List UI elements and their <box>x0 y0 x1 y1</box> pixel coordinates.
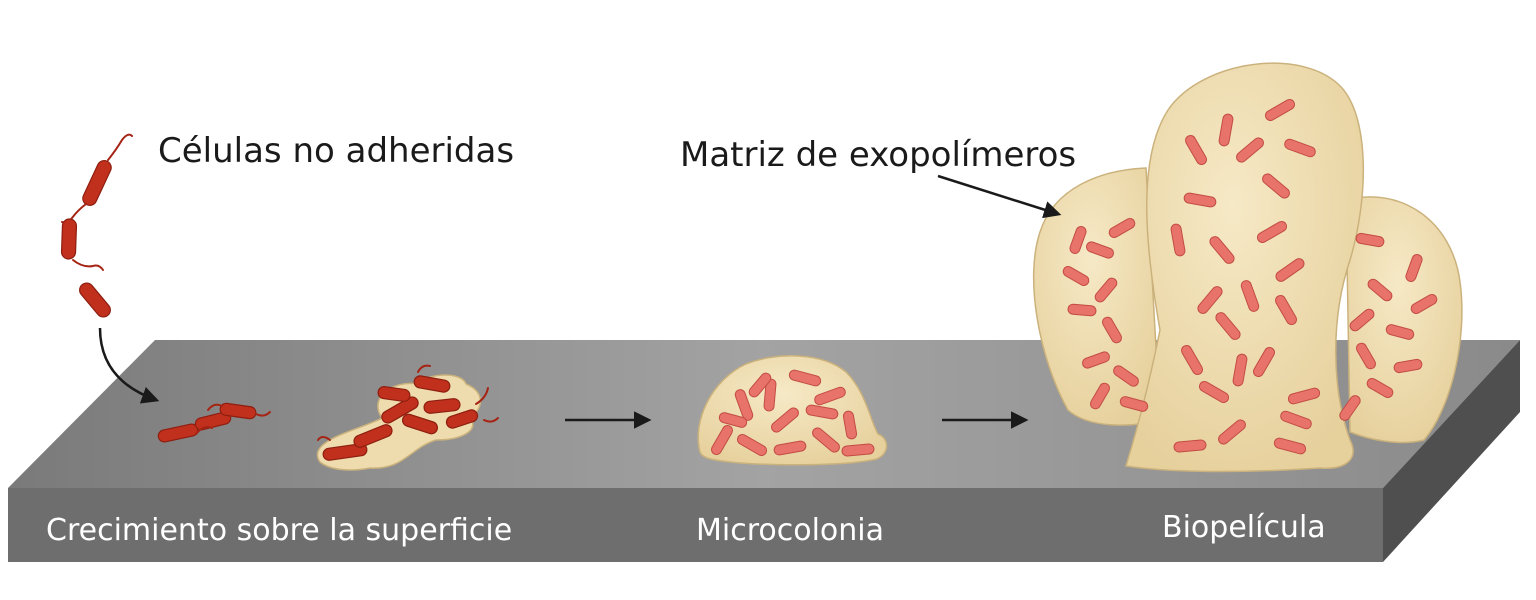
bacterium-icon <box>82 159 112 207</box>
surface-growth-label: Crecimiento sobre la superficie <box>46 513 512 548</box>
bacterium-icon <box>60 218 78 260</box>
biofilm <box>1032 62 1463 473</box>
microcolony <box>697 355 888 466</box>
biofilm-label: Biopelícula <box>1162 510 1326 545</box>
planktonic-label: Células no adheridas <box>158 131 514 171</box>
planktonic-cells <box>60 133 133 318</box>
microcolony-label: Microcolonia <box>696 513 884 548</box>
surface-side <box>1383 340 1520 562</box>
surface-front <box>8 488 1383 562</box>
matrix-label: Matriz de exopolímeros <box>680 135 1076 175</box>
bacterium-icon <box>79 282 111 318</box>
arrow-icon <box>98 327 160 404</box>
arrow-icon <box>937 174 1062 219</box>
early-colony <box>316 364 499 471</box>
attached-cells <box>157 402 271 443</box>
